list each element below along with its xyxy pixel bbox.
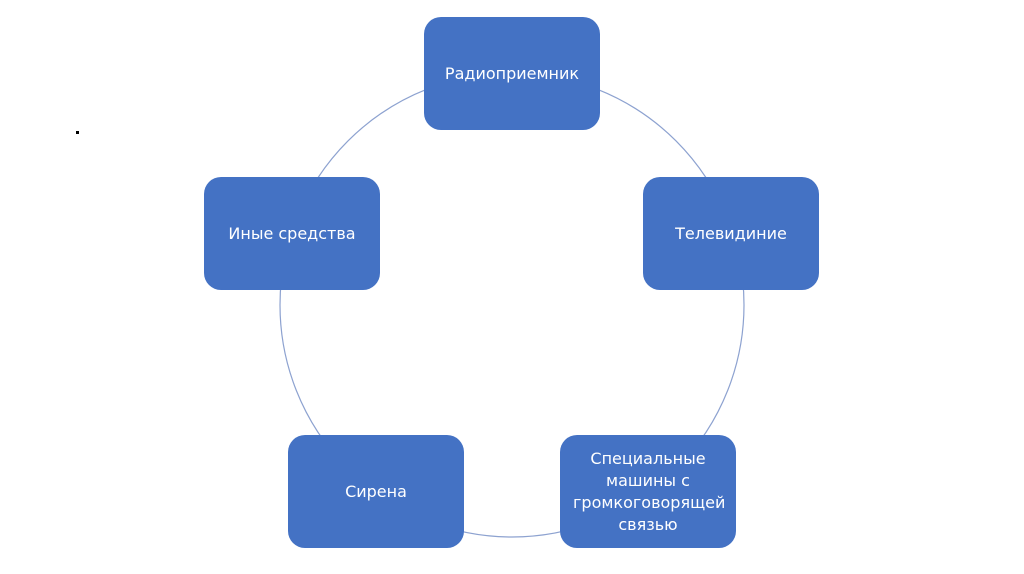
node-label: Специальные машины с громкоговорящей свя…: [573, 448, 726, 534]
node-label: Иные средства: [228, 223, 356, 243]
node-label: Телевидиние: [675, 223, 787, 243]
node-siren[interactable]: Сирена: [288, 435, 464, 548]
node-television[interactable]: Телевидиние: [643, 177, 819, 290]
node-special-vehicles[interactable]: Специальные машины с громкоговорящей свя…: [560, 435, 736, 548]
node-other-means[interactable]: Иные средства: [204, 177, 380, 290]
node-label: Сирена: [345, 481, 407, 501]
node-radio-receiver[interactable]: Радиоприемник: [424, 17, 600, 130]
node-label: Радиоприемник: [444, 63, 580, 83]
bullet-point: [76, 131, 79, 134]
